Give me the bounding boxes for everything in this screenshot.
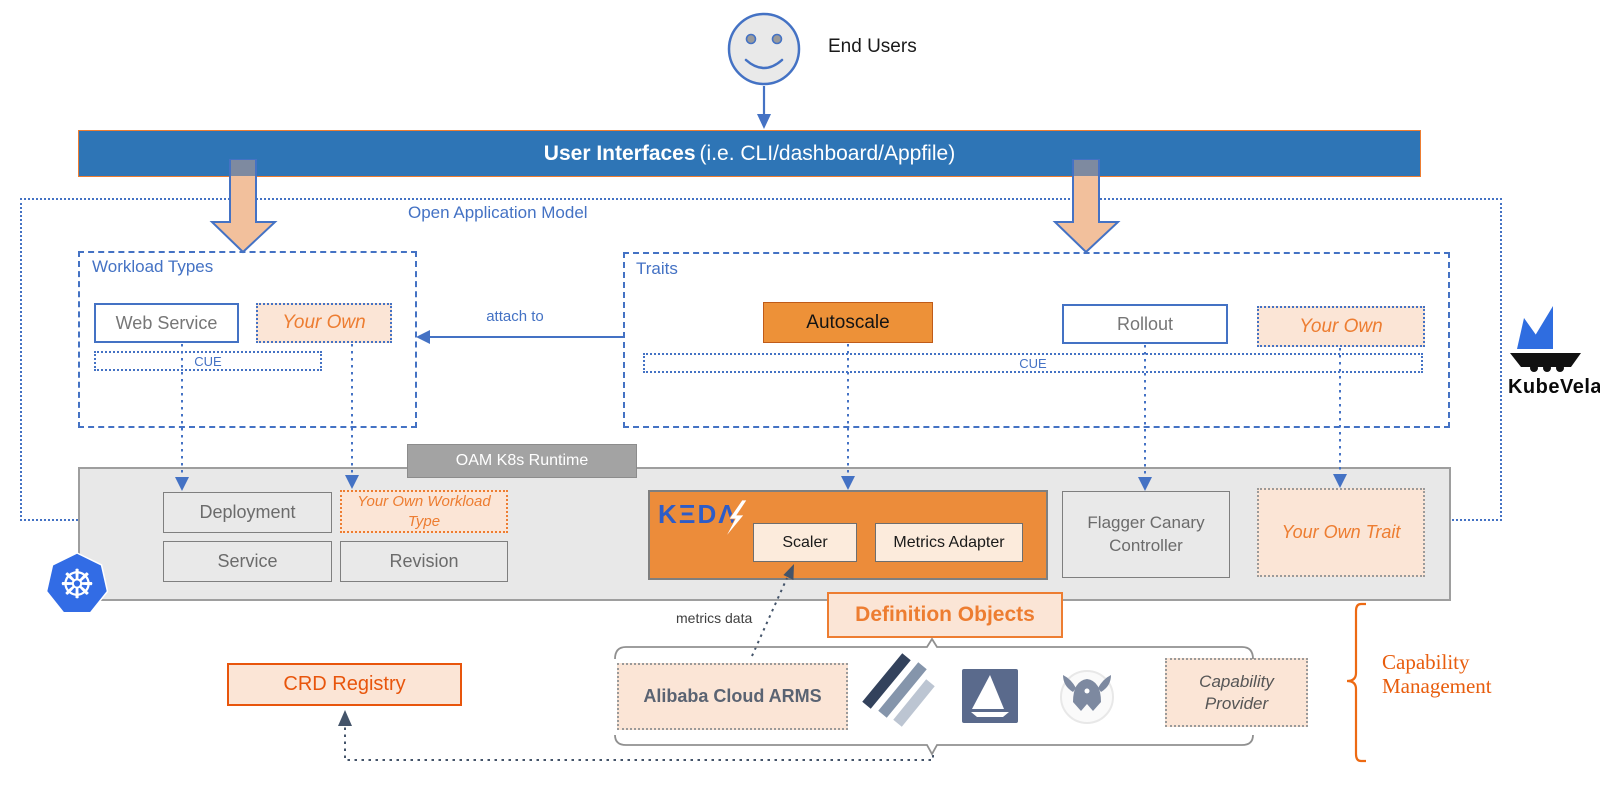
- your-own-trait-runtime-node: Your Own Trait: [1257, 488, 1425, 577]
- user-interfaces-bar: User Interfaces (i.e. CLI/dashboard/Appf…: [78, 130, 1421, 177]
- web-service-node: Web Service: [94, 303, 239, 343]
- workload-cue-bar: CUE: [94, 351, 322, 371]
- traits-label: Traits: [636, 259, 678, 278]
- kubevela-boat-icon: [1510, 306, 1581, 372]
- user-interfaces-subtitle: (i.e. CLI/dashboard/Appfile): [699, 141, 956, 165]
- keda-logo: KΞDΛ: [658, 499, 738, 529]
- crd-registry-node: CRD Registry: [227, 663, 462, 706]
- workload-types-label: Workload Types: [92, 257, 214, 276]
- service-node: Service: [163, 541, 332, 582]
- keda-metrics-adapter-node: Metrics Adapter: [875, 523, 1023, 562]
- definition-objects-node: Definition Objects: [827, 592, 1063, 638]
- deployment-node: Deployment: [163, 492, 332, 533]
- end-users-label: End Users: [828, 36, 917, 57]
- capability-management-label: Capability Management: [1382, 650, 1492, 699]
- alibaba-cloud-arms-node: Alibaba Cloud ARMS: [617, 663, 848, 730]
- open-application-model-label: Open Application Model: [408, 203, 588, 222]
- rollout-node: Rollout: [1062, 304, 1228, 344]
- striped-hexagon-icon: [862, 653, 935, 727]
- kubevela-label: KubeVela: [1507, 376, 1600, 398]
- your-own-workload-type-node: Your Own Workload Type: [340, 490, 508, 533]
- traits-container: [623, 252, 1450, 428]
- capability-provider-node: Capability Provider: [1165, 658, 1308, 727]
- viking-helmet-icon: [1060, 670, 1114, 724]
- revision-node: Revision: [340, 541, 508, 582]
- end-user-smiley-icon: [727, 12, 801, 86]
- user-interfaces-title: User Interfaces: [543, 141, 696, 165]
- metrics-data-label: metrics data: [676, 610, 753, 626]
- providers-top-bracket: [614, 637, 1254, 660]
- providers-bottom-bracket: [614, 734, 1254, 756]
- sailboat-square-icon: [962, 669, 1018, 723]
- oam-k8s-runtime-label: OAM K8s Runtime: [407, 444, 637, 478]
- attach-to-label: attach to: [486, 308, 544, 325]
- capability-management-brace: [1346, 602, 1366, 763]
- autoscale-node: Autoscale: [763, 302, 933, 343]
- your-own-trait-node: Your Own: [1257, 306, 1425, 347]
- traits-cue-bar: CUE: [643, 353, 1423, 373]
- flagger-canary-controller-node: Flagger Canary Controller: [1062, 491, 1230, 578]
- keda-scaler-node: Scaler: [753, 523, 857, 562]
- your-own-workload-node: Your Own: [256, 303, 392, 343]
- end-users-arrow: [757, 86, 771, 129]
